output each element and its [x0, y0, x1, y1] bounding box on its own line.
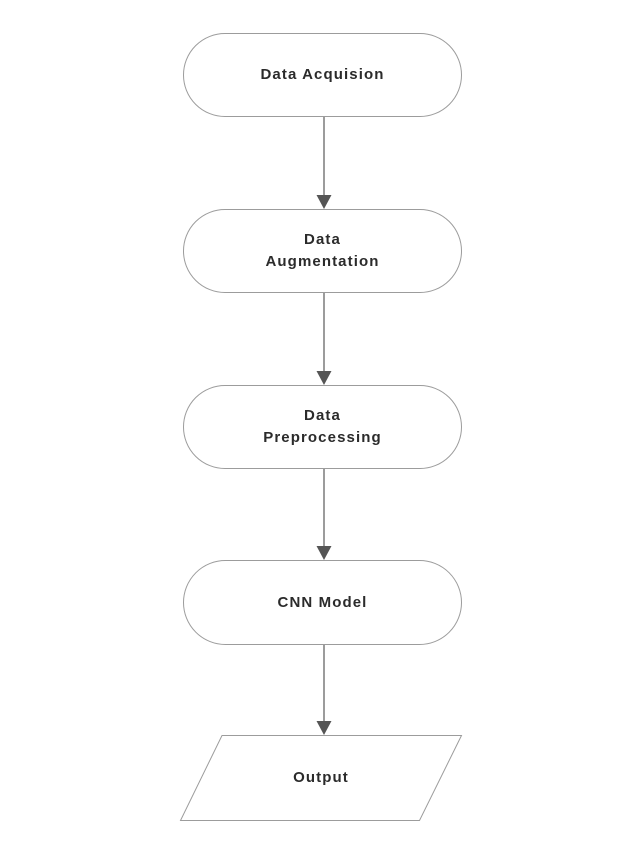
- flow-node-label: Data Acquision: [260, 66, 385, 84]
- flow-connector-cnn-to-output: [316, 645, 332, 735]
- flow-node-data-augmentation[interactable]: Data Augmentation: [183, 209, 462, 293]
- flow-node-label: Output: [293, 769, 349, 787]
- arrowhead-down-icon: [316, 195, 332, 209]
- flow-connector-augmentation-to-preprocessing: [316, 293, 332, 385]
- flow-node-label: CNN Model: [277, 593, 368, 611]
- flow-node-label-wrap: Output: [180, 735, 462, 821]
- flow-node-output[interactable]: Output: [179, 735, 463, 821]
- flow-node-data-preprocessing[interactable]: Data Preprocessing: [183, 385, 462, 469]
- arrowhead-down-icon: [316, 371, 332, 385]
- arrowhead-down-icon: [316, 721, 332, 735]
- flow-connector-preprocessing-to-cnn: [316, 469, 332, 560]
- parallelogram-shape: [179, 735, 463, 821]
- flow-node-cnn-model[interactable]: CNN Model: [183, 560, 462, 645]
- flow-node-data-acquision[interactable]: Data Acquision: [183, 33, 462, 117]
- arrowhead-down-icon: [316, 546, 332, 560]
- flow-connector-acquision-to-augmentation: [316, 117, 332, 209]
- flow-node-label: Data Augmentation: [265, 231, 380, 270]
- flow-node-label: Data Preprocessing: [263, 407, 382, 446]
